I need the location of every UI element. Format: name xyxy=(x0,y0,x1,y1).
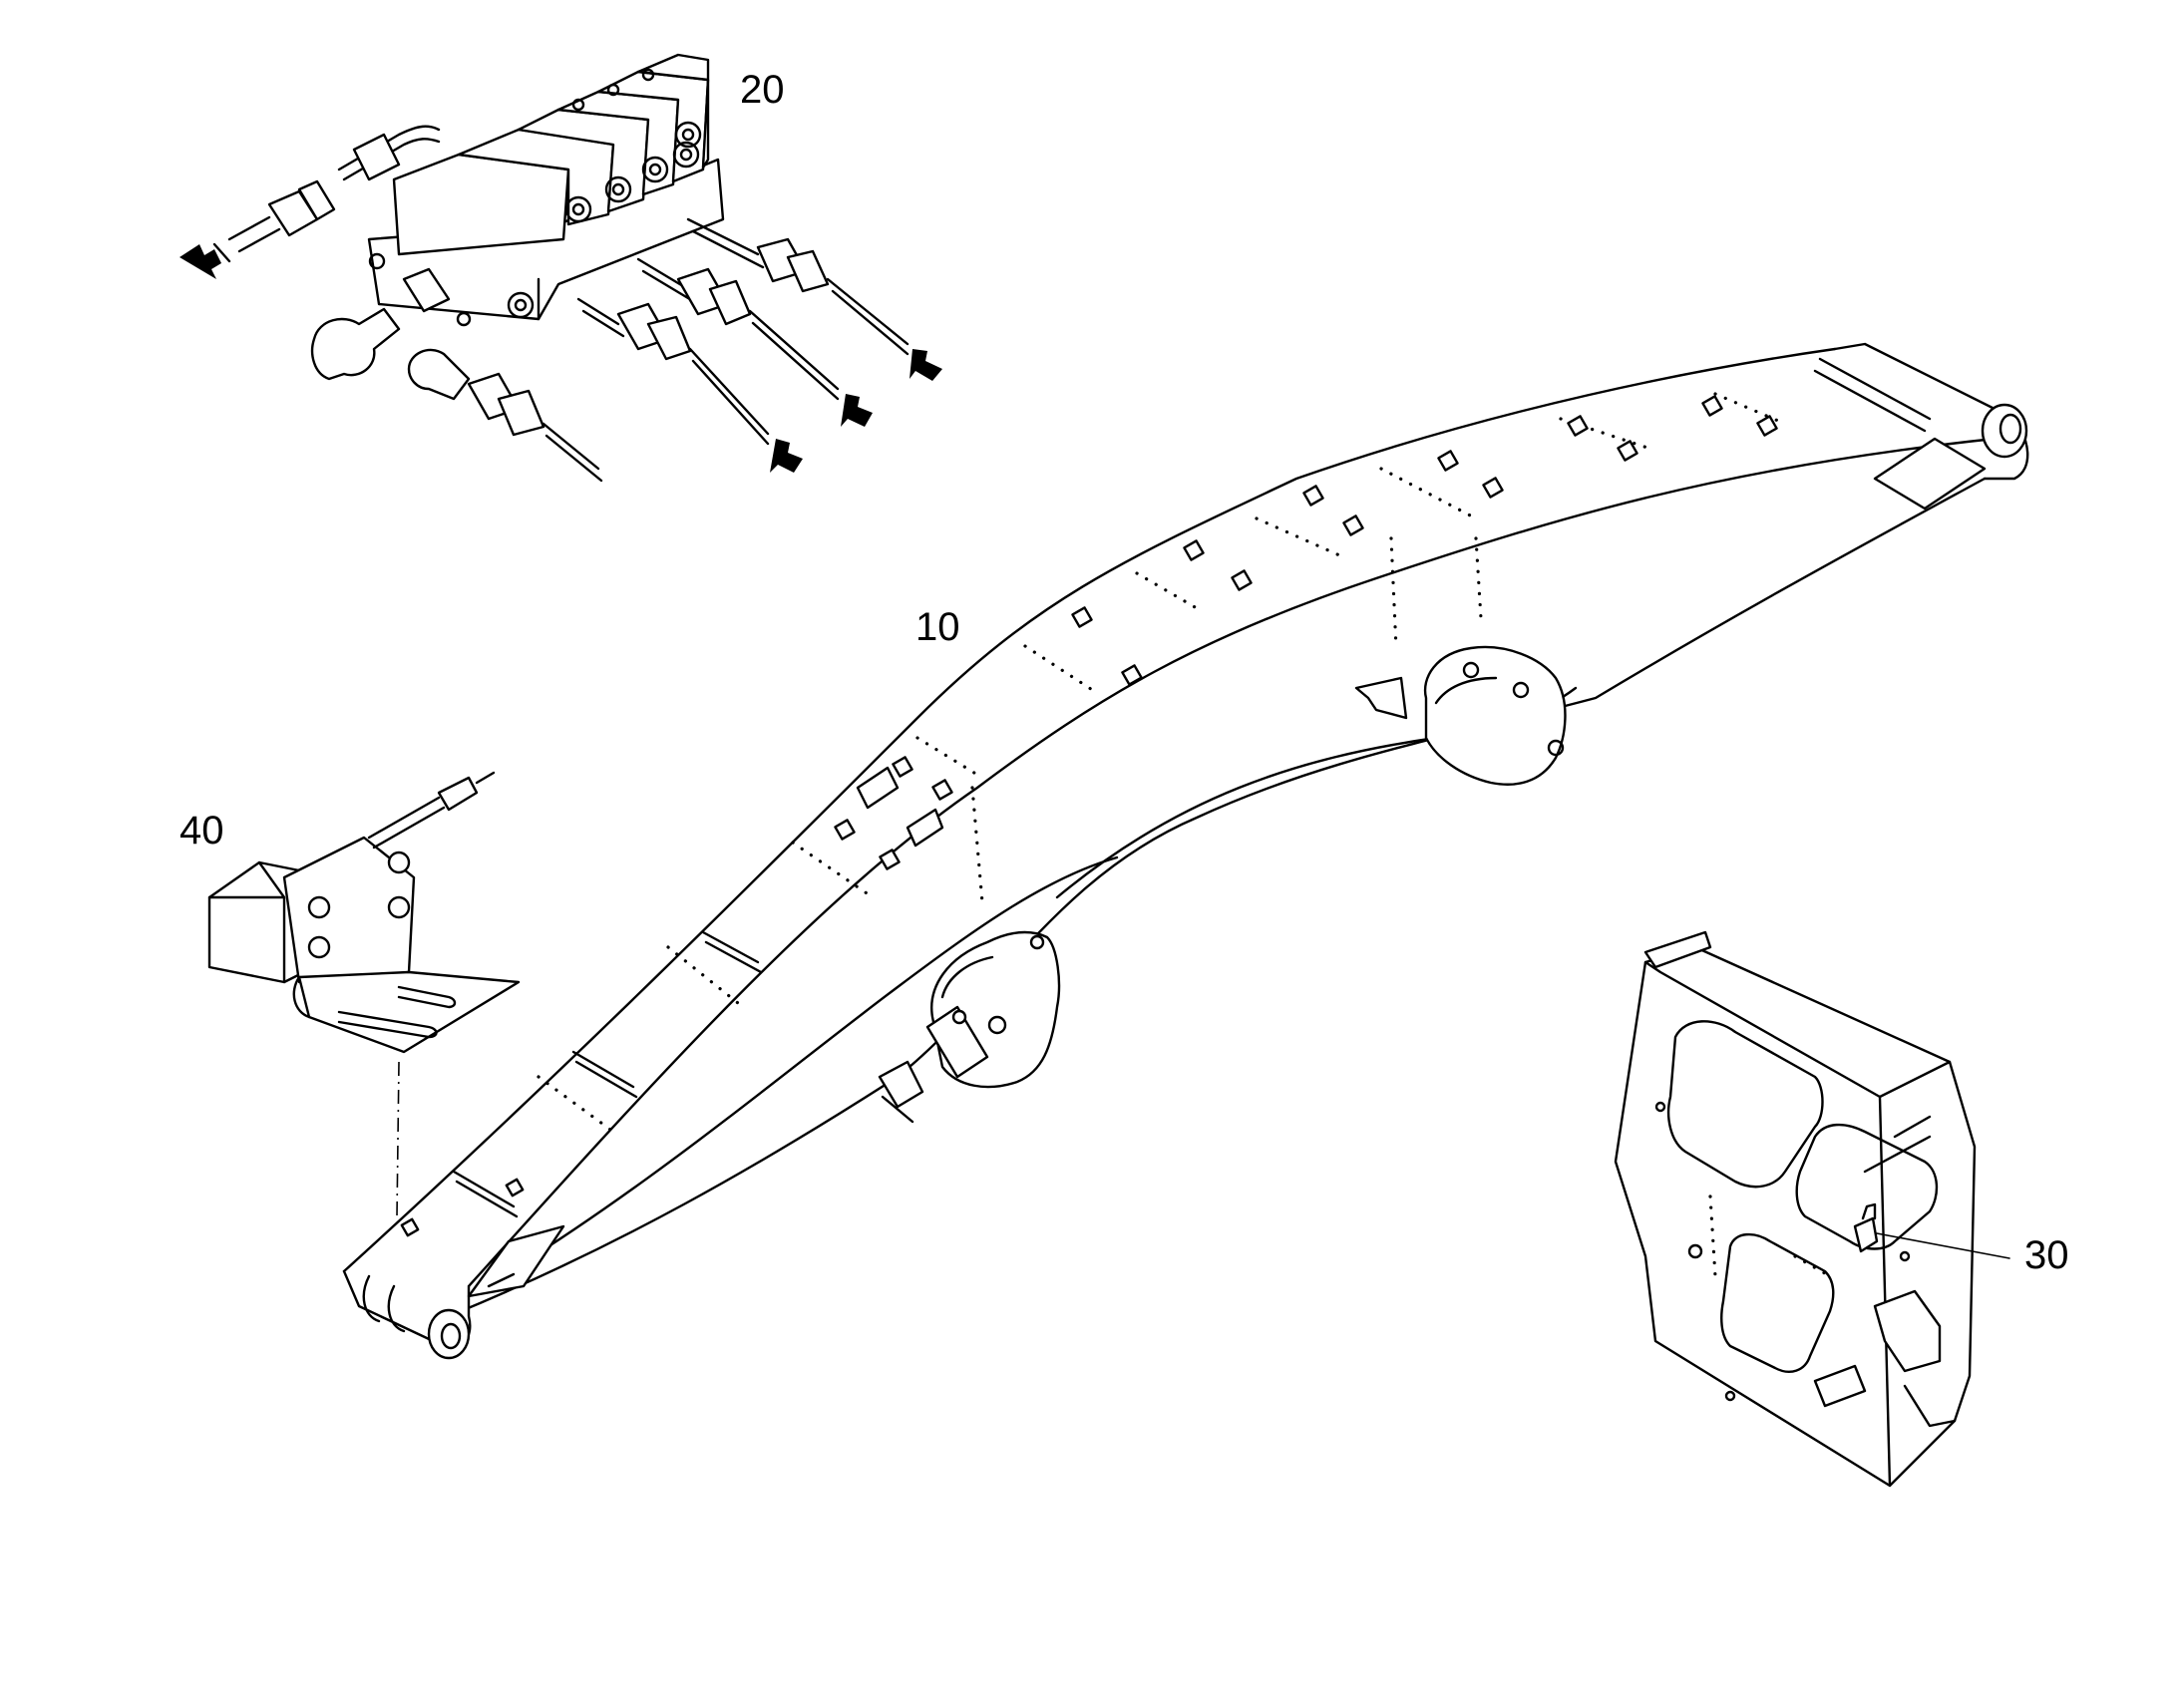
boom-foot-boss xyxy=(362,1274,406,1333)
callout-valve-block: 20 xyxy=(740,68,785,112)
frame-sensor xyxy=(1853,1216,1879,1253)
boom-head-plate xyxy=(1873,437,1987,511)
bracket-sensor-assembly xyxy=(207,771,521,1217)
frame-lower-bracket xyxy=(1873,1289,1942,1373)
valve-section-1 xyxy=(392,153,570,256)
lower-fitting-elbow xyxy=(310,307,401,381)
callout-bracket-sensor: 40 xyxy=(180,809,224,853)
boom-lower-web xyxy=(452,477,1987,1316)
boom-dotted-marks xyxy=(537,392,1787,1134)
boom-foot-plate xyxy=(467,1224,565,1298)
frame-pin-block xyxy=(1813,1364,1867,1408)
boom-inner-web xyxy=(467,855,1119,1298)
supply-fitting-nut-3 xyxy=(352,133,401,181)
arrow-supply xyxy=(180,244,221,279)
supply-fitting-nut-2 xyxy=(297,179,336,221)
sensor-bracket-base xyxy=(297,970,521,1054)
sensor-slot-1 xyxy=(397,985,457,1009)
frame-sensor-leader xyxy=(1876,1232,2010,1259)
boom-foot-pin-inner xyxy=(440,1322,462,1350)
boom-cylinder-bracket-mid xyxy=(878,930,1061,1124)
callout-frame-sensor: 30 xyxy=(2024,1233,2069,1277)
frame-cutout-upper-left xyxy=(1666,1020,1824,1189)
boom-top-edge xyxy=(342,347,1837,1273)
boom-head-pin-inner xyxy=(1998,413,2022,445)
boom-hose-clamps xyxy=(400,395,1778,1237)
callout-boom: 10 xyxy=(915,605,960,649)
supply-pipe xyxy=(227,125,441,253)
frame-top-tab xyxy=(1643,930,1712,969)
sensor-cable xyxy=(367,796,446,850)
boom-assembly xyxy=(342,342,2029,1360)
frame-sensor-assembly xyxy=(1614,930,2010,1488)
boom-foot-pin xyxy=(427,1308,471,1360)
boom-top-lower-edge xyxy=(467,437,1997,1288)
frame-cutout-upper-right xyxy=(1795,1123,1939,1250)
sensor-slot-2 xyxy=(337,1010,438,1039)
boom-foot-slot xyxy=(487,1272,516,1288)
frame-outline xyxy=(1614,945,1977,1488)
sensor-leader-dashdot xyxy=(396,1061,400,1217)
valve-block-assembly xyxy=(180,53,942,483)
valve-section-6 xyxy=(636,53,710,170)
boom-hose-guides xyxy=(452,357,1932,1218)
lower-fitting-pipe xyxy=(407,348,471,401)
boom-cylinder-bracket-upper xyxy=(1354,645,1567,786)
frame-cutout-lower xyxy=(1720,1232,1835,1373)
outlet-pipes xyxy=(576,217,942,473)
